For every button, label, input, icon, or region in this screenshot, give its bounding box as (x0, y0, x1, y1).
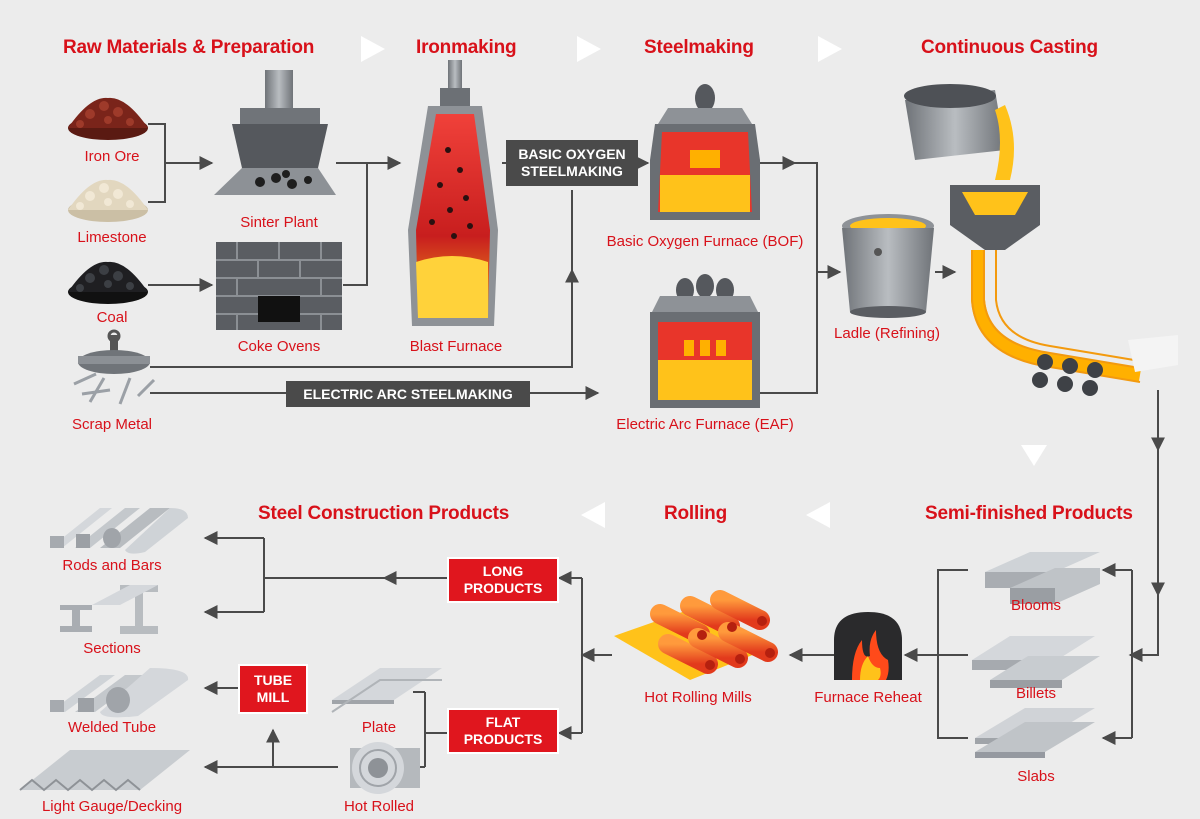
blast-furnace-icon (408, 60, 498, 326)
flow-line (150, 268, 579, 368)
box-line: TUBE (253, 672, 293, 689)
sections-icon (60, 585, 158, 634)
label-coal: Coal (96, 309, 128, 326)
chevron-left-icon (581, 502, 605, 528)
scrap-metal-icon (73, 329, 156, 405)
label-light-gauge: Light Gauge/Decking (41, 798, 183, 815)
iron-ore-icon (68, 97, 148, 140)
label-sections: Sections (83, 640, 141, 657)
hot-rolled-coil-icon (350, 742, 420, 794)
label-hot-rolling-mills: Hot Rolling Mills (644, 689, 752, 706)
box-line: BASIC OXYGEN (518, 146, 626, 163)
stage-title-steelmaking: Steelmaking (644, 37, 754, 58)
flow-line (343, 163, 368, 286)
chevron-right-icon (361, 36, 385, 62)
flow-line (148, 123, 166, 163)
welded-tube-icon (50, 668, 189, 718)
sinter-plant-icon (214, 70, 336, 195)
label-eaf: Electric Arc Furnace (EAF) (616, 416, 794, 433)
chevron-left-icon (806, 502, 830, 528)
box-line: PRODUCTS (463, 731, 543, 747)
blooms-icon (985, 552, 1100, 604)
billets-icon (972, 636, 1100, 688)
flow-line (1128, 595, 1159, 662)
plate-icon (331, 668, 442, 713)
label-furnace-reheat: Furnace Reheat (814, 689, 922, 706)
furnace-reheat-icon (834, 612, 902, 680)
rods-and-bars-icon (50, 508, 188, 554)
label-blooms: Blooms (1010, 597, 1062, 614)
stage-title-continuous-casting: Continuous Casting (921, 37, 1098, 58)
label-ladle: Ladle (Refining) (834, 325, 940, 342)
label-blast-furnace: Blast Furnace (409, 338, 503, 355)
chevron-down-icon (1021, 445, 1047, 466)
limestone-icon (68, 179, 148, 222)
label-scrap-metal: Scrap Metal (71, 416, 153, 433)
slabs-icon (975, 708, 1095, 758)
label-plate: Plate (361, 719, 397, 736)
box-line: MILL (256, 689, 290, 705)
label-slabs: Slabs (1017, 768, 1055, 785)
light-gauge-decking-icon (19, 750, 190, 792)
chevron-right-icon (577, 36, 601, 62)
label-bof: Basic Oxygen Furnace (BOF) (606, 233, 804, 250)
stage-title-semi-finished: Semi-finished Products (925, 503, 1133, 524)
coal-icon (68, 261, 148, 304)
flow-line (760, 162, 818, 394)
flow-line (148, 163, 166, 203)
label-iron-ore: Iron Ore (84, 148, 140, 165)
eaf-icon (650, 274, 760, 408)
coke-ovens-icon (216, 242, 342, 330)
label-rods-and-bars: Rods and Bars (62, 557, 162, 574)
hot-rolling-mills-icon (614, 590, 778, 680)
stage-title-construction: Steel Construction Products (258, 503, 510, 524)
box-line: STEELMAKING (521, 163, 623, 179)
label-welded-tube: Welded Tube (67, 719, 157, 736)
box-electric-arc-steelmaking: ELECTRIC ARC STEELMAKING (286, 381, 530, 407)
label-hot-rolled: Hot Rolled (343, 798, 415, 815)
chevron-right-icon (818, 36, 842, 62)
label-coke-ovens: Coke Ovens (237, 338, 321, 355)
stage-title-raw-materials: Raw Materials & Preparation (63, 37, 315, 58)
box-line: ELECTRIC ARC STEELMAKING (303, 385, 513, 402)
box-line: FLAT (485, 714, 521, 731)
box-line: PRODUCTS (463, 580, 543, 596)
stage-title-rolling: Rolling (664, 503, 727, 524)
stage-chevrons (361, 36, 1047, 528)
continuous-caster-icon (904, 84, 1178, 396)
bof-icon (650, 84, 760, 220)
label-limestone: Limestone (77, 229, 147, 246)
ladle-icon (842, 214, 934, 318)
label-billets: Billets (1015, 685, 1057, 702)
box-line: LONG (482, 563, 524, 580)
label-sinter-plant: Sinter Plant (240, 214, 318, 231)
stage-title-ironmaking: Ironmaking (416, 37, 517, 58)
